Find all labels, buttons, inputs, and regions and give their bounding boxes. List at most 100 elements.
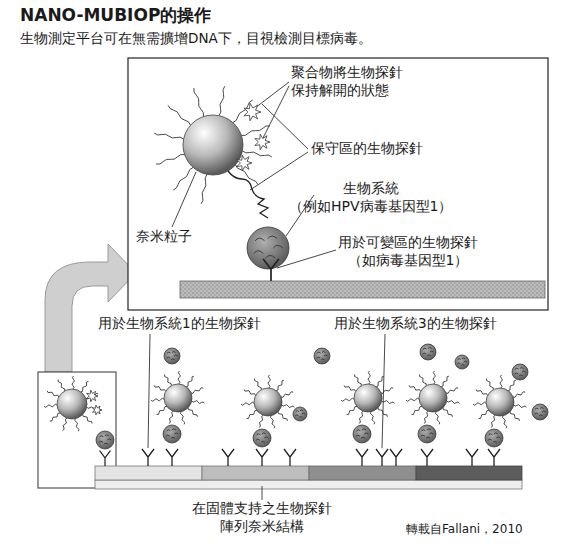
probe-strand (201, 174, 207, 203)
virus-texture (255, 238, 265, 241)
array-segment (416, 466, 522, 480)
virus-texture (423, 353, 427, 354)
virus-texture (167, 352, 171, 353)
capture-probe (222, 449, 234, 466)
probe-strand (382, 401, 395, 404)
probe-strand (476, 389, 488, 395)
virus-texture (428, 348, 432, 349)
probe-strand (81, 381, 89, 392)
probe-strand (244, 389, 256, 395)
probe-strand (58, 380, 65, 391)
virus-texture (429, 433, 433, 434)
virus-texture (515, 368, 519, 369)
probe-strand (368, 371, 370, 384)
probe-strand (169, 411, 173, 423)
virus-particle (164, 348, 180, 364)
virus-texture (256, 439, 260, 440)
probe-strand (513, 392, 525, 398)
virus-particle (485, 429, 503, 447)
virus-texture (295, 414, 298, 416)
nanoparticle (57, 389, 87, 419)
probe-strand (500, 375, 502, 388)
figure-title: NANO-MUBIOP的操作 (20, 5, 211, 26)
probe-strand (446, 388, 458, 394)
virus-texture (493, 441, 497, 442)
probe-strand (447, 401, 460, 404)
source-note: 轉載自Fallani，2010 (406, 522, 523, 537)
virus-texture (262, 433, 266, 434)
nanoparticle (354, 384, 382, 412)
probe-strand (344, 385, 356, 391)
capture-probe (390, 449, 402, 466)
virus-texture (457, 362, 460, 364)
capture-probe (376, 449, 388, 466)
nanoparticle (486, 388, 514, 416)
virus-texture (542, 411, 546, 412)
array-segment (95, 466, 202, 480)
polymer-blob (93, 405, 103, 415)
virus-texture (171, 359, 175, 360)
virus-particle (253, 429, 271, 447)
probe-strand (63, 418, 67, 430)
probe-strand (168, 105, 191, 125)
probe-strand (486, 379, 493, 390)
nanoparticle (164, 384, 192, 412)
probe-strand (154, 385, 166, 391)
virus-texture (362, 429, 366, 430)
probe-strand (247, 410, 257, 418)
polymer-blob (237, 155, 252, 171)
virus-texture (464, 361, 467, 363)
probe-strand (359, 411, 363, 423)
probe-strand (502, 416, 506, 429)
support-base (95, 480, 522, 489)
probe-strand (281, 392, 293, 398)
probe-strand (151, 398, 164, 401)
virus-texture (302, 413, 305, 415)
virus-texture (494, 433, 498, 434)
probe-strand (491, 415, 495, 427)
virus-texture (174, 355, 178, 356)
virus-texture (488, 439, 492, 440)
virus-texture (361, 437, 365, 438)
virus-texture (427, 429, 431, 430)
virus-texture (254, 251, 263, 254)
capture-probe (421, 449, 433, 466)
probe-strand (268, 375, 270, 388)
leader-lines (148, 334, 150, 448)
probe-strand (242, 151, 271, 157)
virus-texture (171, 437, 175, 438)
nanoparticle (419, 384, 447, 412)
leader-lines (262, 86, 289, 140)
virus-texture (422, 430, 426, 431)
nanoparticle (183, 115, 243, 175)
probe-strand (191, 388, 203, 394)
virus-texture (167, 357, 171, 358)
virus-texture (317, 352, 321, 353)
callout-label: 聚合物將生物探針 保持解開的狀態 (291, 64, 403, 99)
leader-lines (262, 486, 263, 500)
virus-particle (314, 348, 330, 364)
virus-texture (539, 415, 543, 416)
array-segment (309, 466, 416, 480)
virus-texture (172, 352, 176, 353)
probe-strand (156, 154, 184, 164)
probe-strand (441, 376, 449, 386)
capture-probe (263, 259, 279, 281)
probe-strand (424, 411, 428, 423)
virus-texture (105, 435, 109, 436)
probe-strand (50, 413, 60, 421)
polymer-blob (244, 103, 261, 121)
capture-probe (142, 449, 154, 466)
virus-texture (535, 413, 539, 414)
probe-strand (157, 406, 167, 414)
probe-strand (341, 398, 354, 401)
probe-strand (270, 416, 274, 429)
probe-strand (259, 415, 263, 427)
virus-particle (512, 364, 528, 380)
probe-strand (278, 412, 287, 421)
probe-strand (186, 376, 194, 386)
probe-strand (409, 385, 421, 391)
virus-texture (268, 236, 278, 239)
